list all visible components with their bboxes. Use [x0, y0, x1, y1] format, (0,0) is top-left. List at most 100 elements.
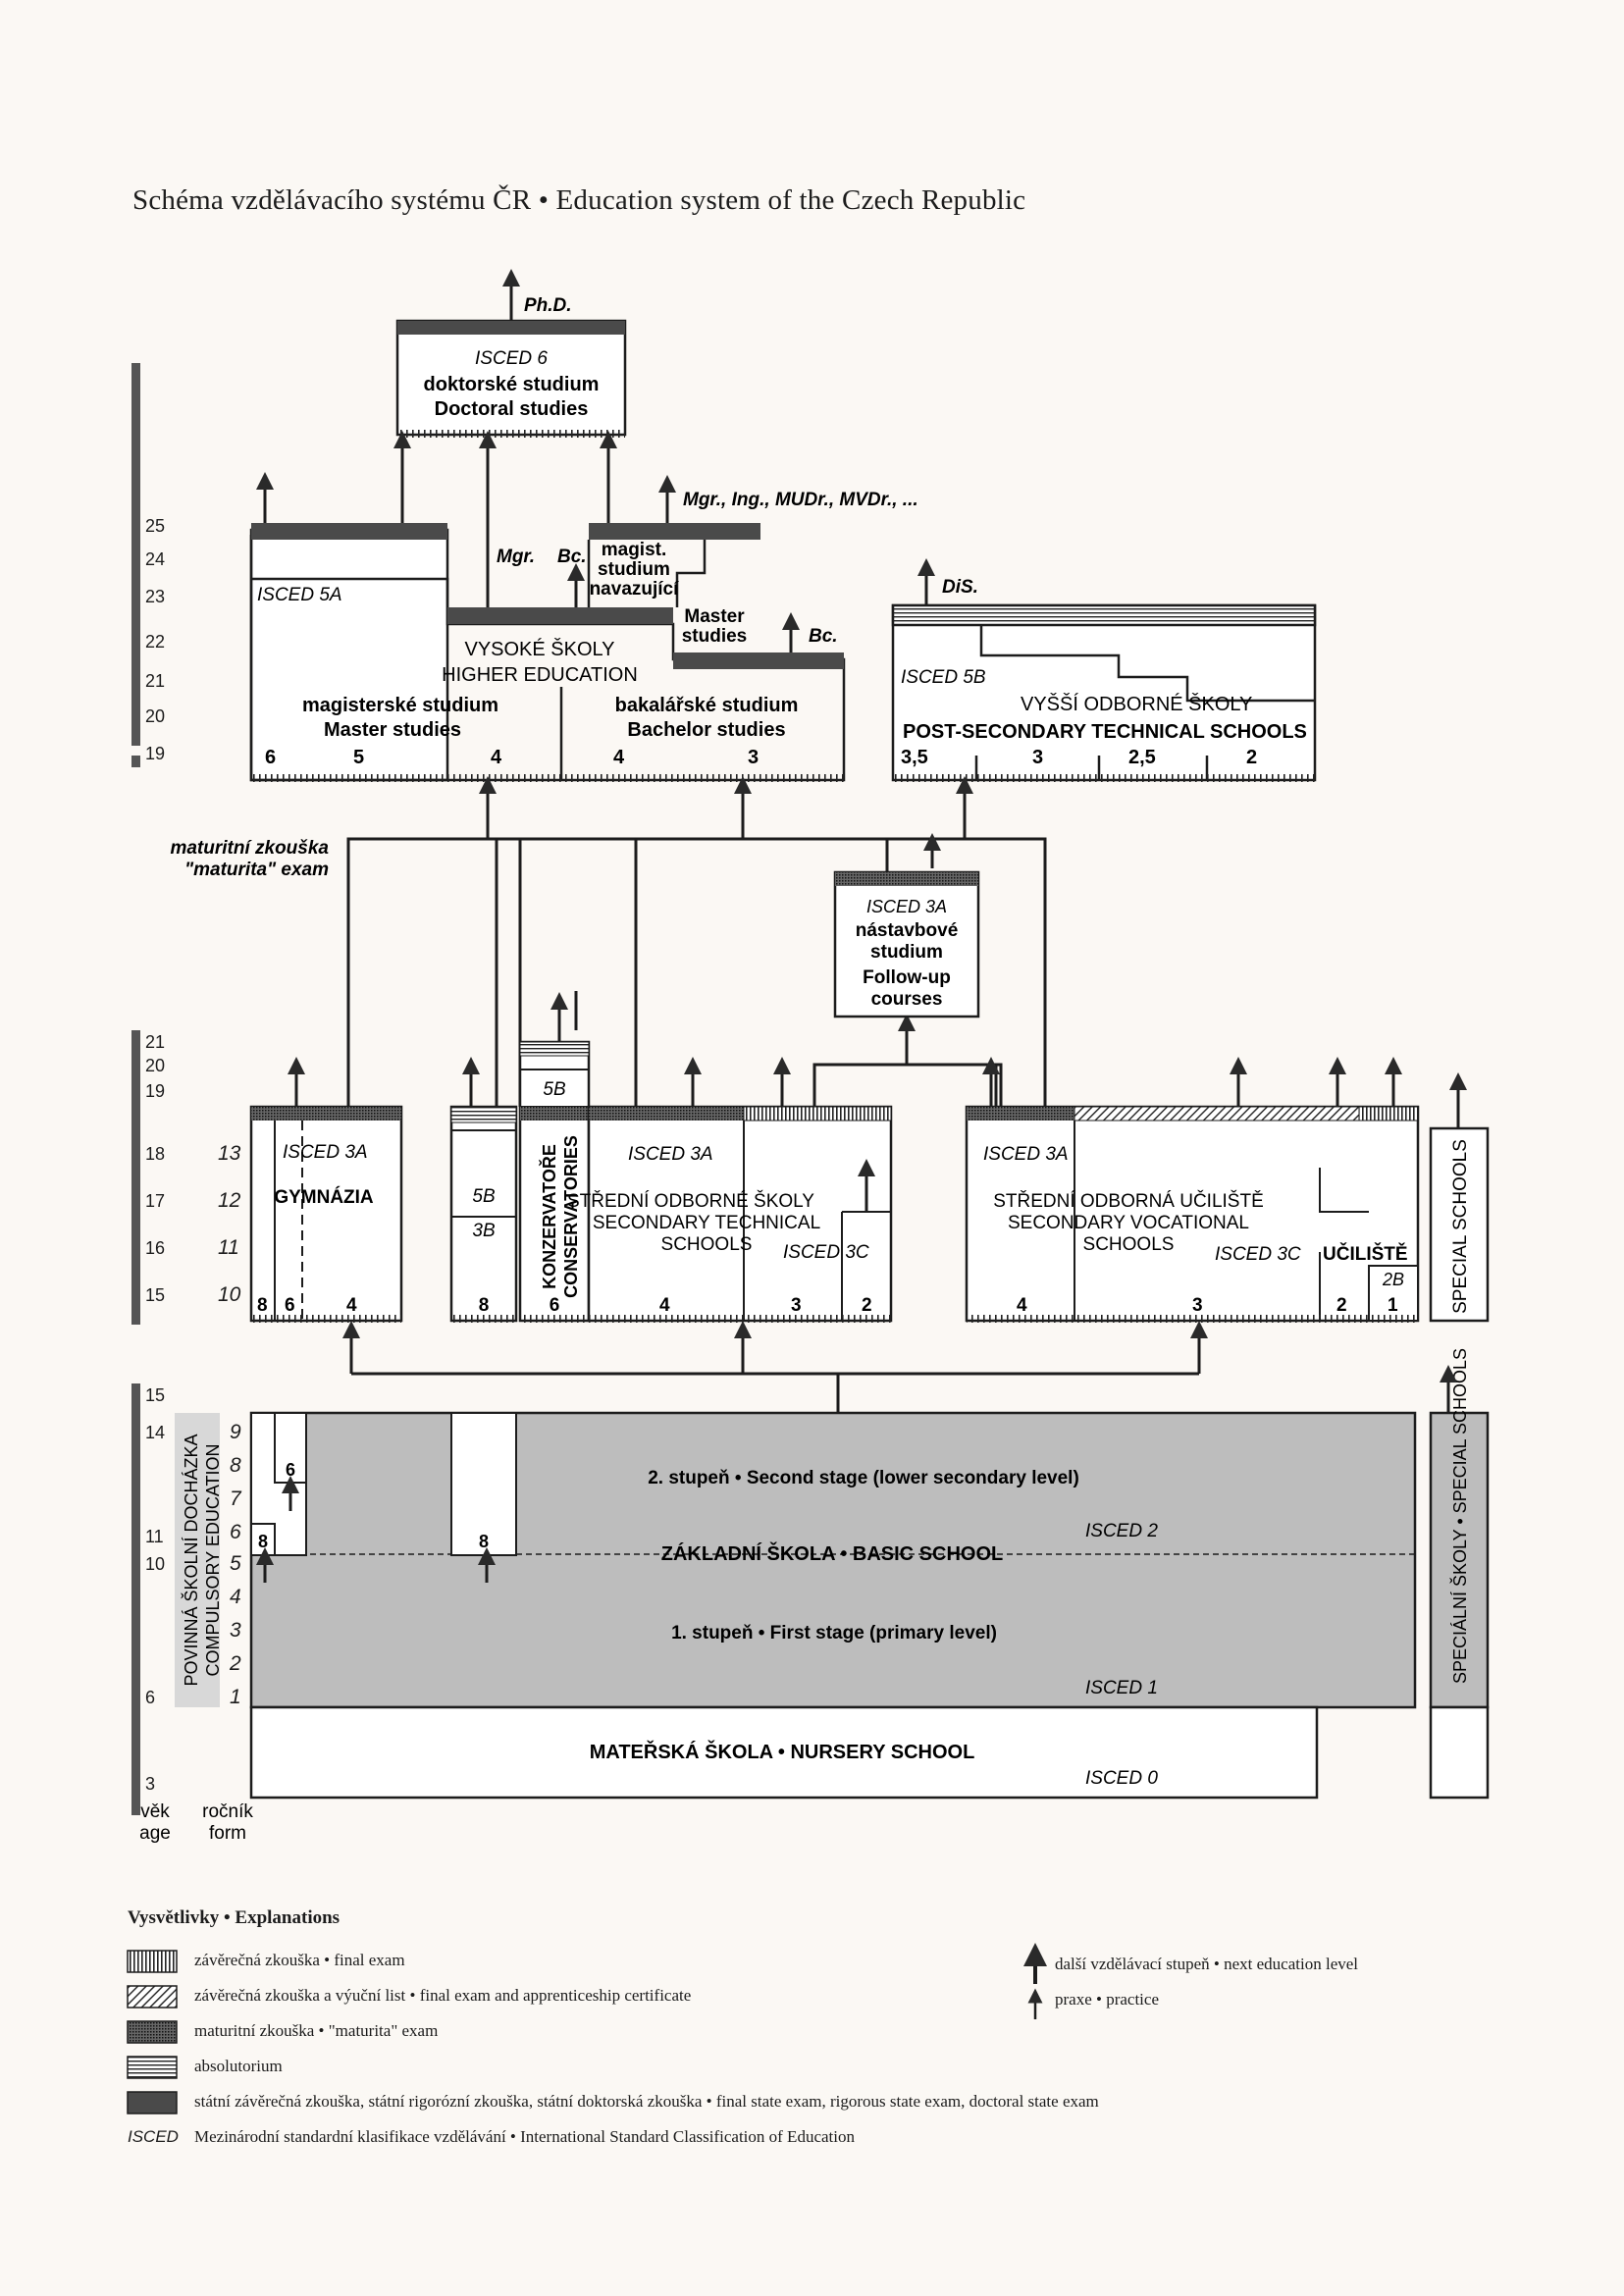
ps-name-cz: VYŠŠÍ ODBORNÉ ŠKOLY [1021, 693, 1252, 715]
basic-isced2: ISCED 2 [1085, 1521, 1158, 1541]
heFollowEn-line: Master [684, 606, 745, 627]
legend-item-maturita: maturitní zkouška • "maturita" exam [194, 2021, 439, 2040]
age-label: 3 [145, 1774, 155, 1794]
age-label: 22 [145, 632, 165, 652]
compulsory-band [175, 1413, 220, 1707]
age-label: 15 [145, 1385, 165, 1405]
ps-year: 2,5 [1128, 747, 1156, 768]
page-title: Schéma vzdělávacího systému ČR • Educati… [132, 184, 1026, 216]
vocEn-line: SCHOOLS [1083, 1234, 1175, 1255]
voc-isced: ISCED 3A [983, 1144, 1069, 1165]
gym-year: 6 [285, 1295, 295, 1316]
followup-isced: ISCED 3A [866, 897, 947, 916]
age-label: 18 [145, 1144, 165, 1164]
form-numbers-secondary: 13 12 11 10 [218, 1142, 241, 1306]
he-name-en: HIGHER EDUCATION [442, 664, 638, 686]
basic-isced1: ISCED 1 [1085, 1678, 1158, 1698]
gymnazia-box: ISCED 3A GYMNÁZIA 8 6 4 [249, 1105, 403, 1323]
ps-years: 3,5 3 2,5 2 [901, 747, 1257, 768]
vocational-box: ISCED 3A STŘEDNÍ ODBORNÁ UČILIŠTĚ SECOND… [965, 1105, 1420, 1323]
age-label: 6 [145, 1688, 155, 1707]
age-axis-labels: 25 24 23 22 21 20 19 21 20 19 18 17 16 1… [145, 516, 165, 1794]
legend-practice: praxe • practice [1055, 1990, 1159, 2009]
phd-cz: doktorské studium [424, 374, 600, 395]
basic-school-box: 8 6 8 2. stupeň • Second stage (lower se… [249, 1411, 1417, 1709]
age-label: 15 [145, 1285, 165, 1305]
heFollow-line: navazující [590, 579, 680, 600]
post-secondary-box [891, 603, 1317, 782]
basic-connector [342, 1321, 1208, 1413]
legend-item-apprenticeship: závěrečná zkouška a výuční list • final … [194, 1986, 692, 2005]
gym-isced: ISCED 3A [283, 1142, 368, 1163]
ps-year: 3,5 [901, 747, 928, 768]
ageLbl-line: age [139, 1823, 171, 1844]
basic-8-box: 5B 3B 8 [449, 1105, 518, 1323]
phd-en: Doctoral studies [435, 398, 589, 420]
form-number: 11 [218, 1236, 239, 1259]
special-lower: SPECIÁLNÍ ŠKOLY • SPECIAL SCHOOLS [1449, 1348, 1470, 1684]
he-year: 4 [613, 747, 625, 768]
voc-isced-c: ISCED 3C [1215, 1244, 1301, 1265]
consName-line: CONSERVATORIES [561, 1135, 581, 1298]
nursery-isced: ISCED 0 [1085, 1768, 1158, 1789]
gym-year: 8 [257, 1295, 268, 1316]
legend-item-state-exam: státní závěrečná zkouška, státní rigoróz… [194, 2092, 1099, 2111]
form-number: 8 [230, 1454, 241, 1477]
special-upper: SPECIAL SCHOOLS [1450, 1139, 1471, 1314]
gym-name: GYMNÁZIA [274, 1186, 374, 1208]
age-label: 10 [145, 1554, 165, 1574]
he-bc2: Bc. [809, 626, 838, 647]
b8-isced-a: 5B [472, 1186, 496, 1207]
vocEn-line: SECONDARY VOCATIONAL [1008, 1213, 1249, 1233]
tech-isced: ISCED 3A [628, 1144, 713, 1165]
legend-swatches [127, 1950, 178, 2114]
swatch-final-exam [127, 1950, 178, 1973]
age-label: 19 [145, 744, 165, 763]
voc-arrows [982, 1057, 1402, 1107]
heFollow-line: studium [598, 559, 670, 580]
legend-item-final-exam: závěrečná zkouška • final exam [194, 1951, 405, 1969]
form-number: 10 [218, 1283, 241, 1306]
form-number: 3 [230, 1619, 241, 1642]
age-label: 20 [145, 1056, 165, 1075]
he-bc1: Bc. [557, 547, 587, 567]
higher-education-box [249, 523, 846, 782]
he-year: 3 [748, 747, 759, 768]
age-label: 24 [145, 549, 165, 569]
techEn-line: SECONDARY TECHNICAL [593, 1213, 820, 1233]
fuEn-line: courses [871, 989, 943, 1010]
legend-title: Vysvětlivky • Explanations [128, 1907, 341, 1928]
techEn-line: SCHOOLS [661, 1234, 753, 1255]
basic-box6: 6 [286, 1460, 295, 1480]
voc-year: 4 [1017, 1295, 1027, 1316]
he-mgr: Mgr. [497, 547, 535, 567]
basic-box8: 8 [258, 1532, 268, 1551]
tech-arrows [684, 1057, 875, 1212]
ps-degree: DiS. [942, 577, 978, 598]
ps-year: 2 [1246, 747, 1257, 768]
b8-isced-b: 3B [472, 1221, 496, 1241]
phd-box: ISCED 6 doktorské studium Doctoral studi… [395, 319, 627, 438]
nursery-name: MATEŘSKÁ ŠKOLA • NURSERY SCHOOL [590, 1740, 975, 1763]
ps-name-en: POST-SECONDARY TECHNICAL SCHOOLS [903, 721, 1307, 743]
uciliste-isced: 2B [1382, 1270, 1404, 1289]
age-label: 25 [145, 516, 165, 536]
heFollow-line: magist. [602, 540, 667, 560]
legend-isced-abbr: ISCED [128, 2127, 179, 2146]
he-year: 4 [491, 747, 502, 768]
fuEn-line: Follow-up [863, 967, 951, 988]
tech-year: 4 [659, 1295, 670, 1316]
compLbl-line: POVINNÁ ŠKOLNÍ DOCHÁZKA [181, 1434, 201, 1686]
age-label: 17 [145, 1191, 165, 1211]
cons-year: 6 [550, 1295, 560, 1316]
nursery-box: MATEŘSKÁ ŠKOLA • NURSERY SCHOOL ISCED 0 [249, 1705, 1319, 1800]
swatch-absolutorium [127, 2056, 178, 2079]
